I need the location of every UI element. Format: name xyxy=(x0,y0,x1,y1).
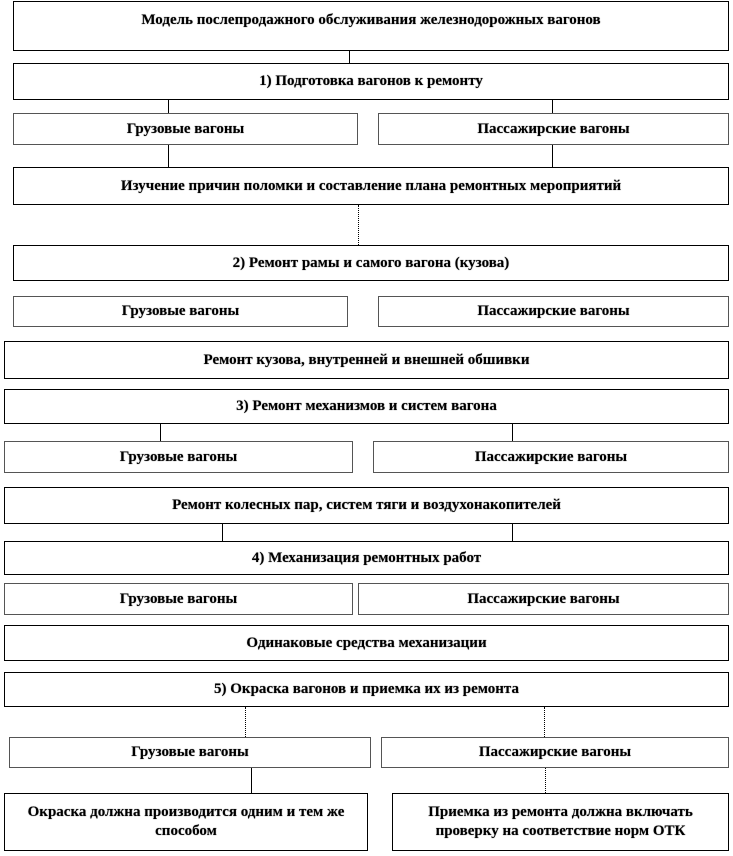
connector xyxy=(512,524,513,541)
stage-1-passenger-box: Пассажирские вагоны xyxy=(378,113,729,145)
diagram-title: Модель послепродажного обслуживания желе… xyxy=(13,1,729,51)
stage-5-passenger-result-box: Приемка из ремонта должна включать прове… xyxy=(392,793,729,851)
stage-1-result-box: Изучение причин поломки и составление пл… xyxy=(13,167,729,205)
stage-5-title: 5) Окраска вагонов и приемка их из ремон… xyxy=(214,681,519,698)
connector xyxy=(552,145,553,167)
stage-5-freight-label: Грузовые вагоны xyxy=(131,744,249,761)
connector xyxy=(245,707,246,737)
stage-3-title: 3) Ремонт механизмов и систем вагона xyxy=(236,398,497,415)
stage-2-result-text: Ремонт кузова, внутренней и внешней обши… xyxy=(203,351,530,368)
connector xyxy=(552,100,553,113)
connector xyxy=(545,768,546,793)
stage-4-result-text: Одинаковые средства механизации xyxy=(246,634,487,651)
stage-4-title: 4) Механизация ремонтных работ xyxy=(251,549,482,566)
stage-4-passenger-label: Пассажирские вагоны xyxy=(467,590,620,607)
stage-2-title: 2) Ремонт рамы и самого вагона (кузова) xyxy=(232,254,510,271)
stage-1-result-text: Изучение причин поломки и составление пл… xyxy=(120,177,622,194)
stage-1-title: 1) Подготовка вагонов к ремонту xyxy=(259,73,483,90)
stage-4-result-box: Одинаковые средства механизации xyxy=(4,625,729,661)
connector xyxy=(349,50,350,63)
stage-1-passenger-label: Пассажирские вагоны xyxy=(477,120,630,137)
stage-1-freight-box: Грузовые вагоны xyxy=(13,113,358,145)
stage-4-passenger-box: Пассажирские вагоны xyxy=(358,583,729,615)
stage-4-header: 4) Механизация ремонтных работ xyxy=(4,541,729,575)
stage-2-freight-label: Грузовые вагоны xyxy=(121,303,240,320)
stage-3-header: 3) Ремонт механизмов и систем вагона xyxy=(4,389,729,424)
stage-4-freight-box: Грузовые вагоны xyxy=(4,583,353,615)
diagram-title-text: Модель послепродажного обслуживания желе… xyxy=(141,12,601,28)
stage-2-header: 2) Ремонт рамы и самого вагона (кузова) xyxy=(13,245,729,281)
stage-2-result-box: Ремонт кузова, внутренней и внешней обши… xyxy=(4,341,729,379)
stage-5-header: 5) Окраска вагонов и приемка их из ремон… xyxy=(4,672,729,707)
stage-3-result-text: Ремонт колесных пар, систем тяги и возду… xyxy=(172,497,561,514)
connector xyxy=(222,524,223,541)
stage-2-passenger-box: Пассажирские вагоны xyxy=(378,296,729,327)
stage-1-freight-label: Грузовые вагоны xyxy=(126,120,245,137)
stage-1-header: 1) Подготовка вагонов к ремонту xyxy=(13,63,729,100)
stage-3-passenger-label: Пассажирские вагоны xyxy=(474,448,628,465)
stage-3-freight-label: Грузовые вагоны xyxy=(119,448,238,465)
connector xyxy=(544,707,545,737)
stage-2-freight-box: Грузовые вагоны xyxy=(13,296,348,327)
connector xyxy=(251,768,252,793)
stage-5-freight-result-box: Окраска должна производится одним и тем … xyxy=(4,793,368,851)
stage-5-passenger-box: Пассажирские вагоны xyxy=(381,737,729,768)
stage-5-freight-box: Грузовые вагоны xyxy=(9,737,371,768)
stage-3-result-box: Ремонт колесных пар, систем тяги и возду… xyxy=(4,487,729,524)
stage-5-passenger-result-text: Приемка из ремонта должна включать прове… xyxy=(428,804,693,839)
connector xyxy=(358,205,359,245)
connector xyxy=(512,424,513,441)
connector xyxy=(168,145,169,167)
connector xyxy=(160,424,161,441)
stage-3-passenger-box: Пассажирские вагоны xyxy=(373,441,729,473)
stage-4-freight-label: Грузовые вагоны xyxy=(119,590,238,607)
connector xyxy=(168,100,169,113)
stage-5-freight-result-text: Окраска должна производится одним и тем … xyxy=(27,804,345,839)
stage-2-passenger-label: Пассажирские вагоны xyxy=(477,303,630,320)
stage-5-passenger-label: Пассажирские вагоны xyxy=(478,744,632,761)
stage-3-freight-box: Грузовые вагоны xyxy=(4,441,353,473)
